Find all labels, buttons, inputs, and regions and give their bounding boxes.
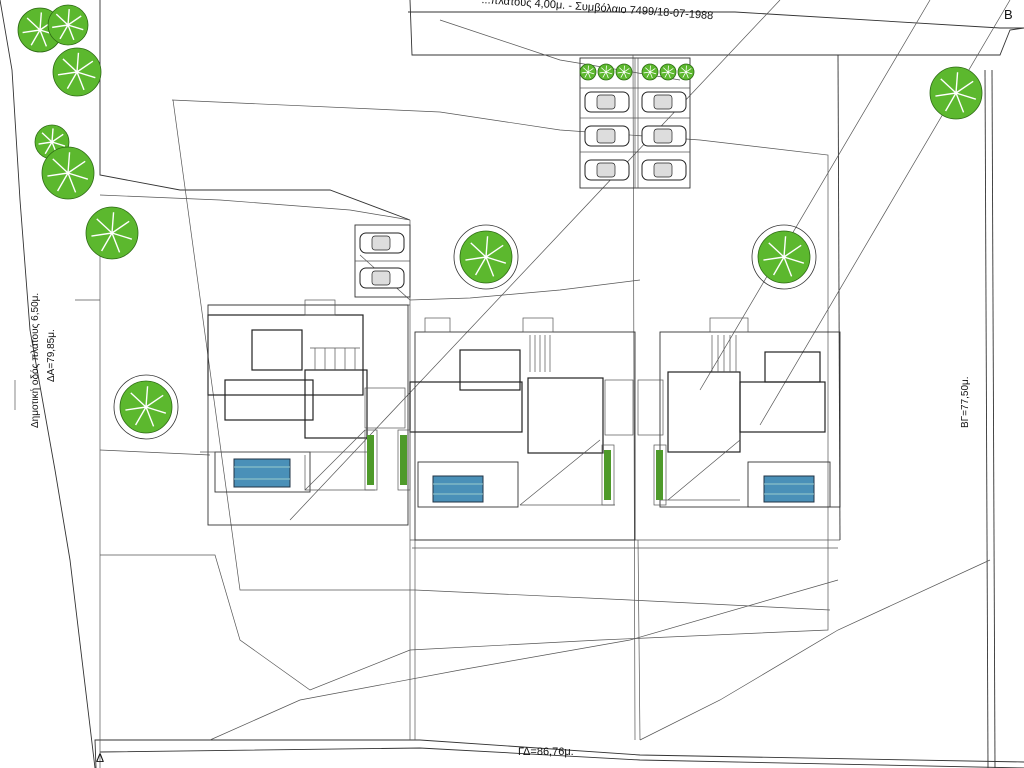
car-icon [641,159,687,181]
car-icon [641,91,687,113]
corner-b-label: Β [1004,7,1013,22]
left-road-label: Δημοτική οδός πλάτους 6,50μ. [30,292,41,428]
tree-icon [929,66,983,120]
pool-middle [432,475,484,503]
car-icon [359,267,405,289]
tree-icon [659,63,677,81]
tree-icon [641,63,659,81]
parked-cars [359,91,687,289]
car-icon [584,159,630,181]
tree-icon [41,146,95,200]
tree-icon [615,63,633,81]
tree-icon [453,224,519,290]
car-icon [359,232,405,254]
car-icon [584,125,630,147]
house-east [637,317,841,508]
trees [17,4,983,440]
contour-lines [14,0,1011,741]
house-west [200,299,409,526]
tree-icon [52,47,102,97]
tree-icon [677,63,695,81]
pool-west [233,458,291,488]
tree-icon [47,4,89,46]
tree-icon [113,374,179,440]
tree-icon [597,63,615,81]
tree-icon [579,63,597,81]
pool-east [763,475,815,503]
swimming-pools [233,458,815,503]
right-length-label: ΒΓ=77,50μ. [960,376,971,428]
tree-icon [751,224,817,290]
parking-area-north [354,57,691,298]
tree-icon [85,206,139,260]
left-length-label: ΔΑ=79,85μ. [46,329,57,382]
car-icon [641,125,687,147]
planters [364,429,667,506]
car-icon [584,91,630,113]
corner-d-label: Δ [96,751,105,765]
house-middle [409,317,636,541]
bottom-length-label: ΓΔ=86,76μ. [518,746,574,758]
